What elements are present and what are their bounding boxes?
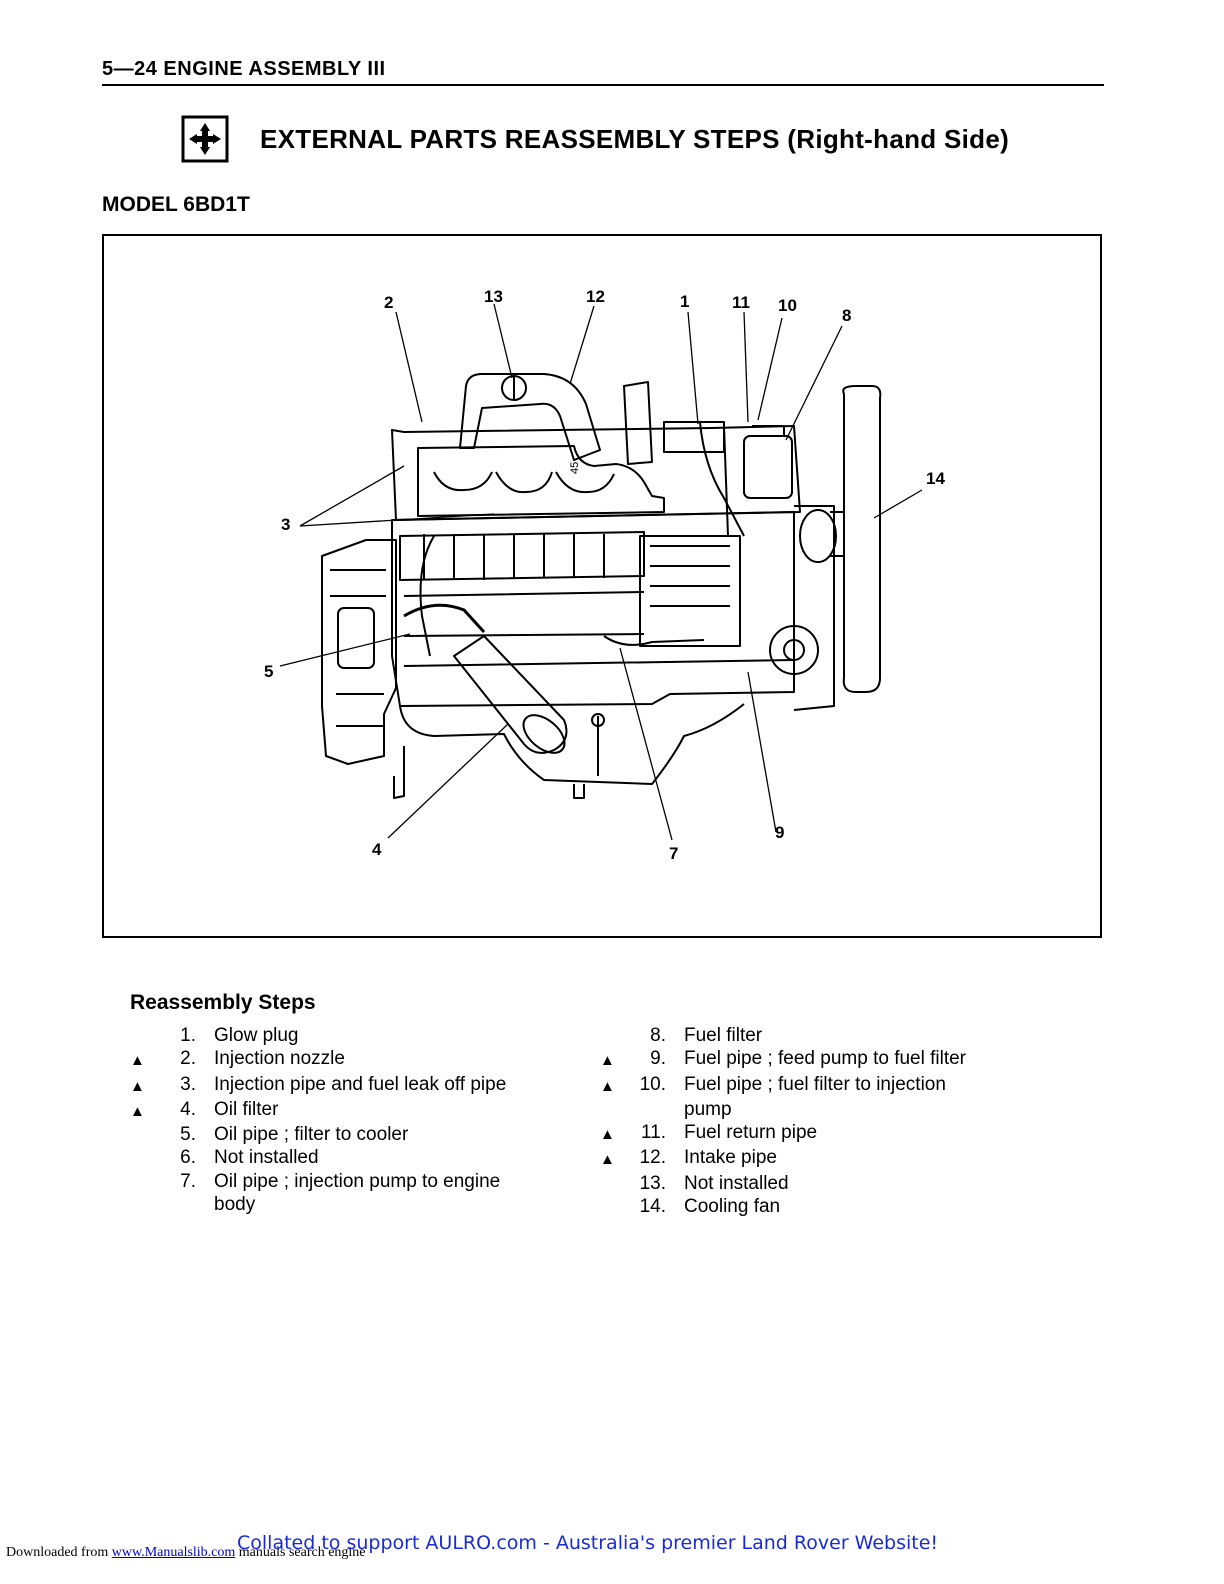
- leader-11: [743, 311, 749, 423]
- leader-8: [785, 325, 843, 441]
- fuel-filter: [743, 435, 793, 499]
- steps-heading: Reassembly Steps: [130, 991, 316, 1014]
- leader-4: [387, 723, 509, 839]
- step-item: ▲3.Injection pipe and fuel leak off pipe: [130, 1073, 570, 1098]
- warning-triangle-icon: ▲: [130, 1102, 145, 1120]
- callout-13: 13: [484, 287, 503, 306]
- warning-triangle-icon: [130, 1123, 152, 1146]
- cooling-fan: [842, 385, 882, 693]
- leader-10: [757, 317, 783, 421]
- engine-block: [391, 511, 795, 707]
- warning-triangle-icon: [130, 1170, 152, 1193]
- aulro-banner: Collated to support AULRO.com - Australi…: [237, 1532, 939, 1554]
- callout-7: 7: [669, 844, 679, 863]
- leader-3b: [299, 513, 495, 527]
- step-item: 14.Cooling fan: [600, 1195, 1030, 1218]
- figure-stamp: 45: [569, 462, 581, 474]
- step-item: ▲10.Fuel pipe ; fuel filter to injection: [600, 1073, 1030, 1098]
- callout-3: 3: [281, 515, 291, 534]
- step-item: 8.Fuel filter: [600, 1024, 1030, 1047]
- leader-7: [619, 647, 673, 841]
- oil-pan: [399, 703, 745, 785]
- warning-triangle-icon: ▲: [600, 1052, 615, 1070]
- leader-9: [747, 671, 777, 833]
- warning-triangle-icon: ▲: [130, 1052, 145, 1070]
- header-rule: [102, 84, 1104, 86]
- step-item: ▲2.Injection nozzle: [130, 1047, 570, 1072]
- manualslib-link[interactable]: www.Manualslib.com: [111, 1545, 236, 1560]
- step-item: ▲4.Oil filter: [130, 1098, 570, 1123]
- step-item: ▲12.Intake pipe: [600, 1146, 1030, 1171]
- crank-pulley: [769, 625, 819, 675]
- callout-4: 4: [372, 840, 382, 859]
- callout-8: 8: [842, 306, 852, 325]
- callout-14: 14: [926, 469, 945, 488]
- callout-1: 1: [680, 292, 690, 311]
- callout-9: 9: [775, 823, 785, 842]
- warning-triangle-icon: ▲: [600, 1126, 615, 1144]
- step-item: pump: [600, 1098, 1030, 1121]
- step-item: 7.Oil pipe ; injection pump to engine: [130, 1170, 570, 1193]
- warning-triangle-icon: ▲: [600, 1151, 615, 1169]
- callout-10: 10: [778, 296, 797, 315]
- warning-triangle-icon: ▲: [600, 1077, 615, 1095]
- download-footer: Downloaded from www.Manualslib.com manua…: [6, 1545, 366, 1560]
- leader-14: [873, 489, 923, 519]
- callout-2: 2: [384, 293, 394, 312]
- leader-5: [279, 633, 411, 667]
- leader-13: [493, 303, 513, 379]
- steps-list-right: 8.Fuel filter ▲9.Fuel pipe ; feed pump t…: [600, 1024, 1030, 1218]
- step-item: 13.Not installed: [600, 1172, 1030, 1195]
- callout-12: 12: [586, 287, 605, 306]
- step-item: ▲9.Fuel pipe ; feed pump to fuel filter: [600, 1047, 1030, 1072]
- intake-pipe: [459, 373, 601, 461]
- leader-12: [569, 305, 595, 385]
- warning-triangle-icon: [130, 1146, 152, 1169]
- engine-drawing: 45: [279, 303, 923, 841]
- warning-triangle-icon: [600, 1195, 622, 1218]
- warning-triangle-icon: [600, 1024, 622, 1047]
- step-item: 1.Glow plug: [130, 1024, 570, 1047]
- leader-1: [687, 311, 699, 425]
- oil-filter: [453, 635, 568, 754]
- warning-triangle-icon: ▲: [130, 1077, 145, 1095]
- model-label: MODEL 6BD1T: [102, 193, 250, 216]
- leader-2: [395, 311, 423, 423]
- step-item: 5.Oil pipe ; filter to cooler: [130, 1123, 570, 1146]
- warning-triangle-icon: [600, 1098, 622, 1121]
- flywheel-housing: [321, 539, 397, 765]
- callout-11: 11: [732, 293, 750, 312]
- page-header-title: 5—24 ENGINE ASSEMBLY III: [102, 58, 386, 80]
- section-title: EXTERNAL PARTS REASSEMBLY STEPS (Right-h…: [260, 124, 1010, 154]
- injection-pump: [639, 535, 741, 647]
- leader-3a: [299, 465, 405, 527]
- warning-triangle-icon: [130, 1024, 152, 1047]
- fan-pulley: [799, 509, 837, 563]
- steps-list-left: 1.Glow plug ▲2.Injection nozzle ▲3.Injec…: [130, 1024, 570, 1216]
- warning-triangle-icon: [130, 1193, 152, 1216]
- step-item: body: [130, 1193, 570, 1216]
- engine-figure: 45 2 13 12 1 11 10 8 14 3 5 4 7 9: [102, 234, 1102, 938]
- reassembly-arrows-icon: [181, 115, 229, 163]
- exhaust-manifold: [417, 445, 665, 517]
- warning-triangle-icon: [600, 1172, 622, 1195]
- step-item: 6.Not installed: [130, 1146, 570, 1169]
- step-item: ▲11.Fuel return pipe: [600, 1121, 1030, 1146]
- callout-5: 5: [264, 662, 274, 681]
